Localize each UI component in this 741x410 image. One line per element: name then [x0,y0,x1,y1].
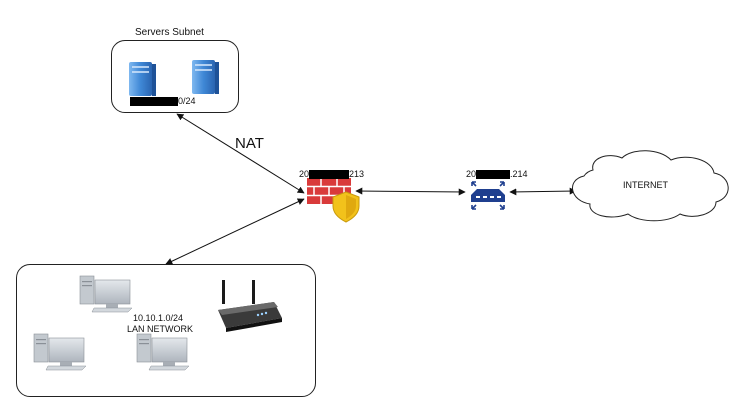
lan-name-label: LAN NETWORK [127,324,194,334]
shield-icon [332,191,360,223]
redaction-bar [476,170,511,180]
firewall-ip-prefix: 20 [299,169,310,179]
server-icon [129,62,156,96]
server-icon [192,60,219,94]
nat-label: NAT [235,135,264,152]
router-internet-link-line [509,187,577,196]
internet-label: INTERNET [623,180,668,190]
servers-subnet-suffix: 0/24 [178,96,196,106]
firewall-router-link-line [355,187,466,196]
router-ip-prefix: 20 [466,169,477,179]
desktop-computer-icon [79,275,133,313]
router-icon [471,181,505,210]
servers-subnet-address: 0/24 [130,96,196,107]
router-ip-label: 20 .214 [466,169,528,180]
desktop-computer-icon [33,333,87,371]
lan-subnet-label: 10.10.1.0/24 [133,313,184,323]
firewall-ip-label: 20 213 [299,169,365,180]
redaction-bar [309,170,350,180]
servers-subnet-title: Servers Subnet [135,27,204,38]
lan-network-box [16,264,316,397]
desktop-computer-icon [136,333,190,371]
internet-cloud-icon [572,150,729,222]
nat-link-line [176,113,305,194]
lan-link-line [165,198,305,265]
router-ip-suffix: .214 [510,169,528,179]
redaction-bar [130,97,178,107]
firewall-ip-suffix: 213 [349,169,365,179]
wireless-router-icon [218,280,282,332]
